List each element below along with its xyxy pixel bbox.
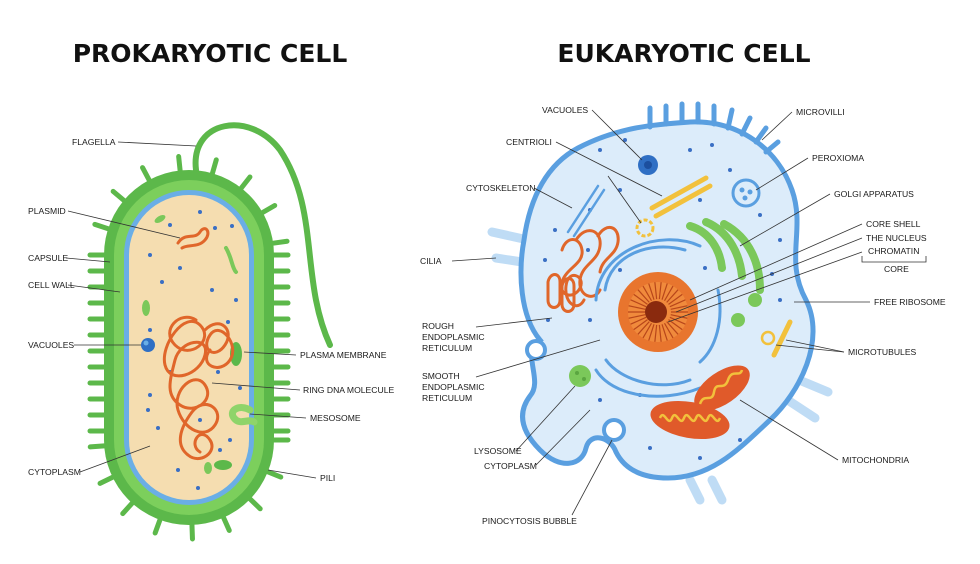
- centrioles: [649, 175, 713, 219]
- flagellum: [192, 122, 333, 348]
- label-plasmid: PLASMID: [28, 206, 66, 216]
- prokaryotic-title: PROKARYOTIC CELL: [73, 39, 348, 68]
- golgi-apparatus: [686, 218, 764, 294]
- prok-vacuole: [141, 338, 155, 352]
- prokaryotic-labels: FLAGELLA PLASMID CAPSULE CELL WALL VACUO…: [28, 137, 394, 483]
- microtubules: [760, 319, 793, 358]
- chromatin: [628, 282, 688, 342]
- label-cytoplasm: CYTOPLASM: [28, 467, 81, 477]
- eukaryotic-title: EUKARYOTIC CELL: [557, 39, 810, 68]
- inclusion: [224, 246, 238, 274]
- rough-er-lower: [546, 273, 576, 313]
- label-microtubules: MICROTUBULES: [848, 347, 917, 357]
- ring-dna-molecule: [162, 315, 220, 461]
- label-rough-er-2: ENDOPLASMIC: [422, 332, 485, 342]
- label-smooth-er-1: SMOOTH: [422, 371, 460, 381]
- inclusion: [154, 215, 166, 223]
- label-microvilli: MICROVILLI: [796, 107, 845, 117]
- nucleolus: [645, 301, 667, 323]
- label-smooth-er-3: RETICULUM: [422, 393, 472, 403]
- golgi-vesicle: [748, 293, 762, 307]
- microvilli: [647, 101, 781, 155]
- smooth-er: [594, 238, 722, 398]
- prok-vacuole-highlight: [143, 340, 149, 346]
- inclusion: [204, 462, 212, 474]
- label-mesosome: MESOSOME: [310, 413, 361, 423]
- label-chromatin: CHROMATIN: [868, 246, 919, 256]
- plasmid: [176, 227, 210, 250]
- rough-er: [559, 226, 620, 308]
- cytoskeleton: [566, 184, 606, 238]
- label-lysosome: LYSOSOME: [474, 446, 522, 456]
- label-mitochondria: MITOCHONDRIA: [842, 455, 909, 465]
- inclusion: [214, 460, 232, 470]
- inclusion: [142, 300, 150, 316]
- label-flagella: FLAGELLA: [72, 137, 116, 147]
- label-euk-cytoplasm: CYTOPLASM: [484, 461, 537, 471]
- eukaryotic-cell: [487, 101, 833, 505]
- label-pinocytosis: PINOCYTOSIS BUBBLE: [482, 516, 577, 526]
- notch-left: [525, 339, 547, 361]
- pili: [87, 154, 291, 542]
- label-nucleus: THE NUCLEUS: [866, 233, 927, 243]
- label-euk-vacuoles: VACUOLES: [542, 105, 588, 115]
- ring-dna-molecule-2: [203, 322, 235, 369]
- euk-vacuole-inner: [644, 161, 652, 169]
- label-plasma-membrane: PLASMA MEMBRANE: [300, 350, 387, 360]
- label-core-shell: CORE SHELL: [866, 219, 921, 229]
- label-cytoskeleton: CYTOSKELETON: [466, 183, 535, 193]
- peroxioma: [731, 178, 761, 208]
- eukaryotic-labels: VACUOLES CENTRIOLI CYTOSKELETON CILIA RO…: [420, 105, 946, 526]
- label-core: CORE: [884, 264, 909, 274]
- label-vacuoles: VACUOLES: [28, 340, 74, 350]
- label-smooth-er-2: ENDOPLASMIC: [422, 382, 485, 392]
- label-free-ribosome: FREE RIBOSOME: [874, 297, 946, 307]
- label-pili: PILI: [320, 473, 335, 483]
- label-peroxioma: PEROXIOMA: [812, 153, 864, 163]
- mesosome: [229, 404, 258, 426]
- prokaryotic-cytoplasm: [129, 195, 249, 500]
- prokaryotic-cell: [87, 122, 333, 542]
- label-capsule: CAPSULE: [28, 253, 68, 263]
- label-cilia: CILIA: [420, 256, 442, 266]
- centriole-ring: [635, 218, 655, 238]
- eukaryotic-leaders: [451, 109, 927, 516]
- golgi-vesicle: [731, 313, 745, 327]
- label-centrioli: CENTRIOLI: [506, 137, 552, 147]
- lysosome: [569, 365, 591, 387]
- label-rough-er-1: ROUGH: [422, 321, 454, 331]
- label-ring-dna: RING DNA MOLECULE: [303, 385, 394, 395]
- label-rough-er-3: RETICULUM: [422, 343, 472, 353]
- label-golgi: GOLGI APPARATUS: [834, 189, 914, 199]
- prokaryotic-leaders: [65, 141, 317, 479]
- mitochondria: [650, 365, 750, 440]
- pinocytosis-bubble: [602, 418, 626, 442]
- label-cell-wall: CELL WALL: [28, 280, 75, 290]
